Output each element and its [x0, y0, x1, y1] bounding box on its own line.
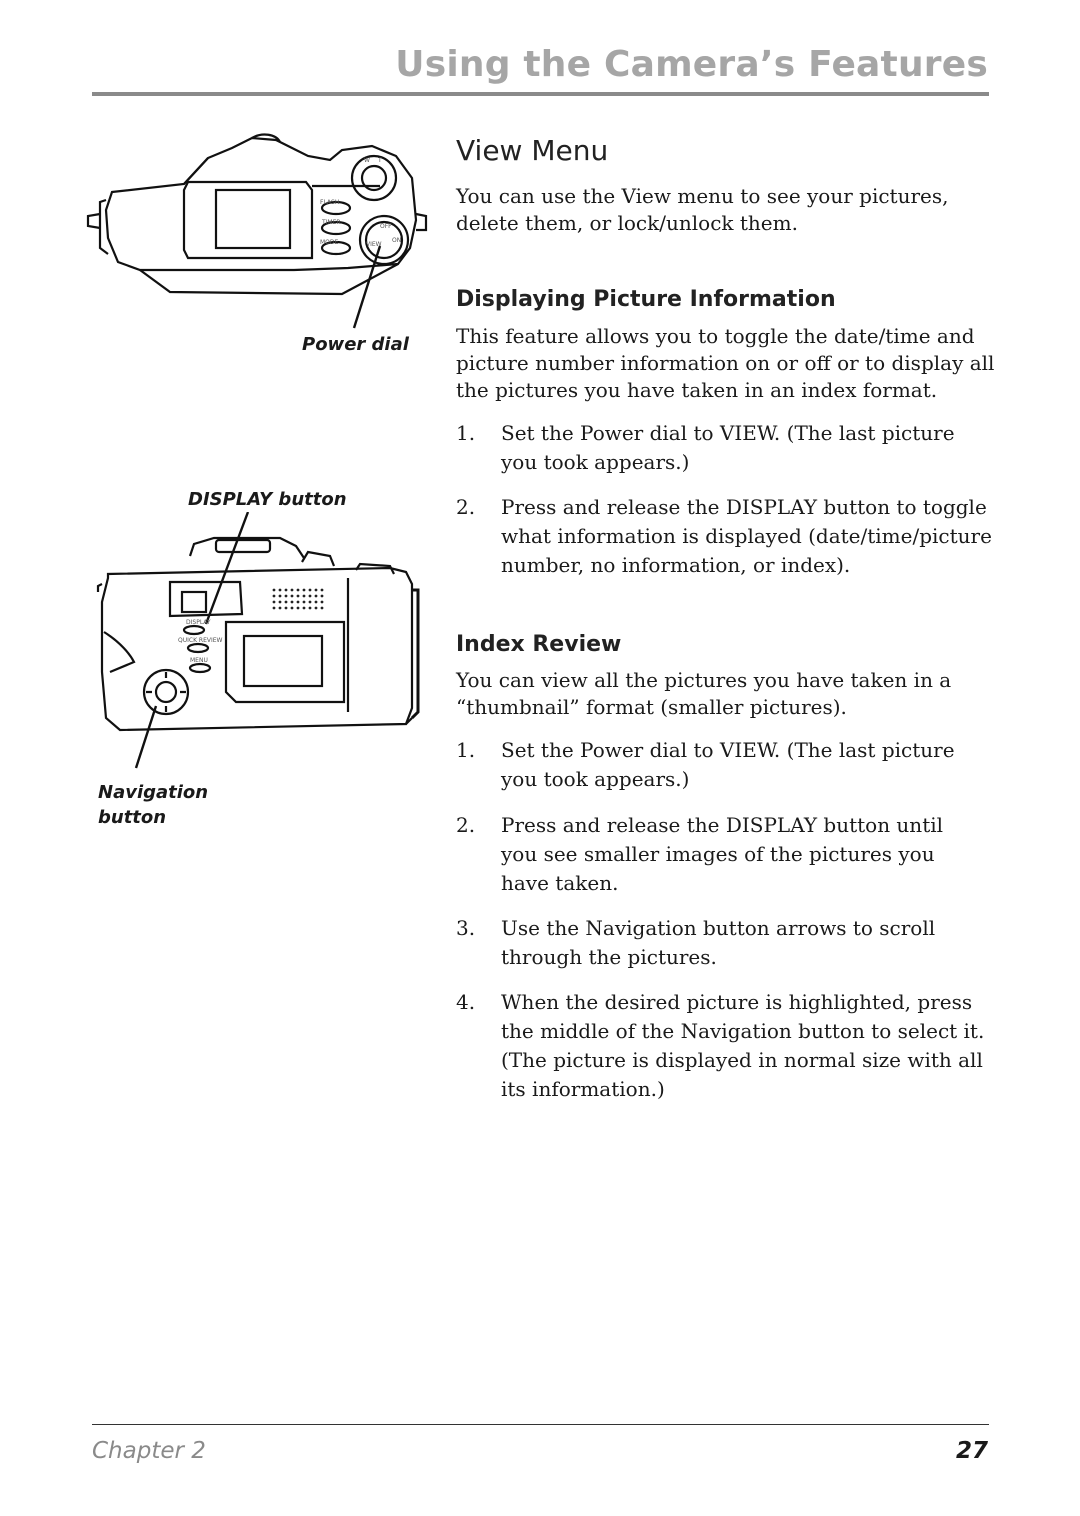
page-header-title: Using the Camera’s Features [395, 44, 988, 85]
label-mode: MODE [320, 239, 339, 246]
label-display: DISPLAY [186, 619, 211, 626]
section-title-view-menu: View Menu [456, 134, 609, 167]
subsection-title-displaying: Displaying Picture Information [456, 287, 836, 312]
label-quick-review: QUICK REVIEW [178, 637, 223, 644]
label-off: OFF [380, 223, 392, 230]
displaying-step-1: 1. Set the Power dial to VIEW. (The last… [456, 421, 955, 474]
index-review-intro: You can view all the pictures you have t… [456, 668, 952, 719]
caption-navigation-line1: Navigation [98, 782, 209, 803]
view-menu-intro: You can use the View menu to see your pi… [456, 184, 949, 235]
label-on: ON [392, 237, 401, 244]
footer-page-number: 27 [955, 1438, 988, 1464]
label-view: VIEW [366, 241, 382, 248]
label-t: T [377, 157, 382, 164]
label-w: W [364, 157, 370, 164]
caption-navigation-button: Navigation button [98, 780, 208, 830]
caption-navigation-line2: button [98, 807, 167, 828]
displaying-intro: This feature allows you to toggle the da… [456, 324, 995, 402]
index-review-step-4: 4. When the desired picture is highlight… [456, 990, 985, 1101]
label-flash: FLASH [320, 199, 339, 206]
index-review-step-1: 1. Set the Power dial to VIEW. (The last… [456, 738, 955, 791]
camera-top-illustration: FLASH TIMER MODE OFF ON VIEW W T [86, 133, 428, 329]
header-rule [92, 92, 989, 96]
caption-display-button: DISPLAY button [188, 489, 347, 510]
footer-rule [92, 1424, 989, 1425]
caption-power-dial: Power dial [302, 334, 409, 355]
index-review-step-2: 2. Press and release the DISPLAY button … [456, 813, 944, 895]
label-menu: MENU [190, 657, 208, 664]
footer-chapter: Chapter 2 [92, 1438, 206, 1464]
displaying-step-2: 2. Press and release the DISPLAY button … [456, 495, 992, 577]
index-review-step-3: 3. Use the Navigation button arrows to s… [456, 916, 936, 969]
camera-back-illustration: DISPLAY QUICK REVIEW MENU [96, 512, 420, 769]
subsection-title-index-review: Index Review [456, 632, 622, 657]
label-timer: TIMER [321, 219, 341, 226]
